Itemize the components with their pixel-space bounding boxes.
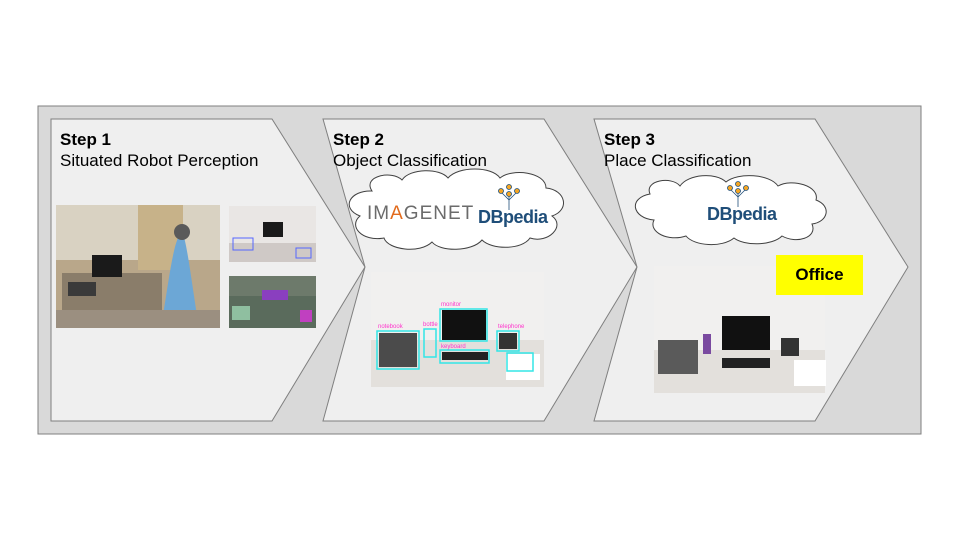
robot-camera-view-1 [229,206,316,262]
step-3-title: Step 3 Place Classification [604,130,751,172]
step-3-number: Step 3 [604,130,656,149]
imagenet-logo: IMAGENET [367,203,474,225]
robot-camera-view-2 [229,276,316,328]
imagenet-a-glyph: A [390,203,404,224]
keyboard-box [439,349,490,364]
dbpedia-logo-text: DBpedia [478,207,548,227]
imagenet-prefix: IM [367,203,391,224]
detection-label: notebook [378,324,403,330]
step-2-name: Object Classification [333,151,488,170]
detection-boxes [376,308,534,372]
step-3-name: Place Classification [604,151,752,170]
knowledge-cloud-step3 [634,175,827,245]
detection-label: bottle [423,322,438,328]
notebook-box [376,330,420,370]
monitor-box [439,308,488,342]
robot-photo [56,205,220,328]
imagenet-suffix: GENET [403,203,475,224]
detection-label: keyboard [441,344,466,350]
bottle-box [423,328,437,358]
step-2-title: Step 2 Object Classification [333,130,487,172]
dbpedia-icon [727,181,749,207]
paper-box [506,352,534,372]
step-1-name: Situated Robot Perception [60,151,259,170]
detection-label: monitor [441,302,462,308]
place-result-badge: Office [776,255,863,295]
detection-label: telephone [498,324,525,330]
telephone-box [496,330,520,352]
place-photo [654,266,826,393]
step-1-number: Step 1 [60,130,112,149]
step-1-title: Step 1 Situated Robot Perception [60,130,258,172]
dbpedia-logo-text: DBpedia [707,204,777,224]
step-2-number: Step 2 [333,130,385,149]
dbpedia-icon [498,184,520,210]
